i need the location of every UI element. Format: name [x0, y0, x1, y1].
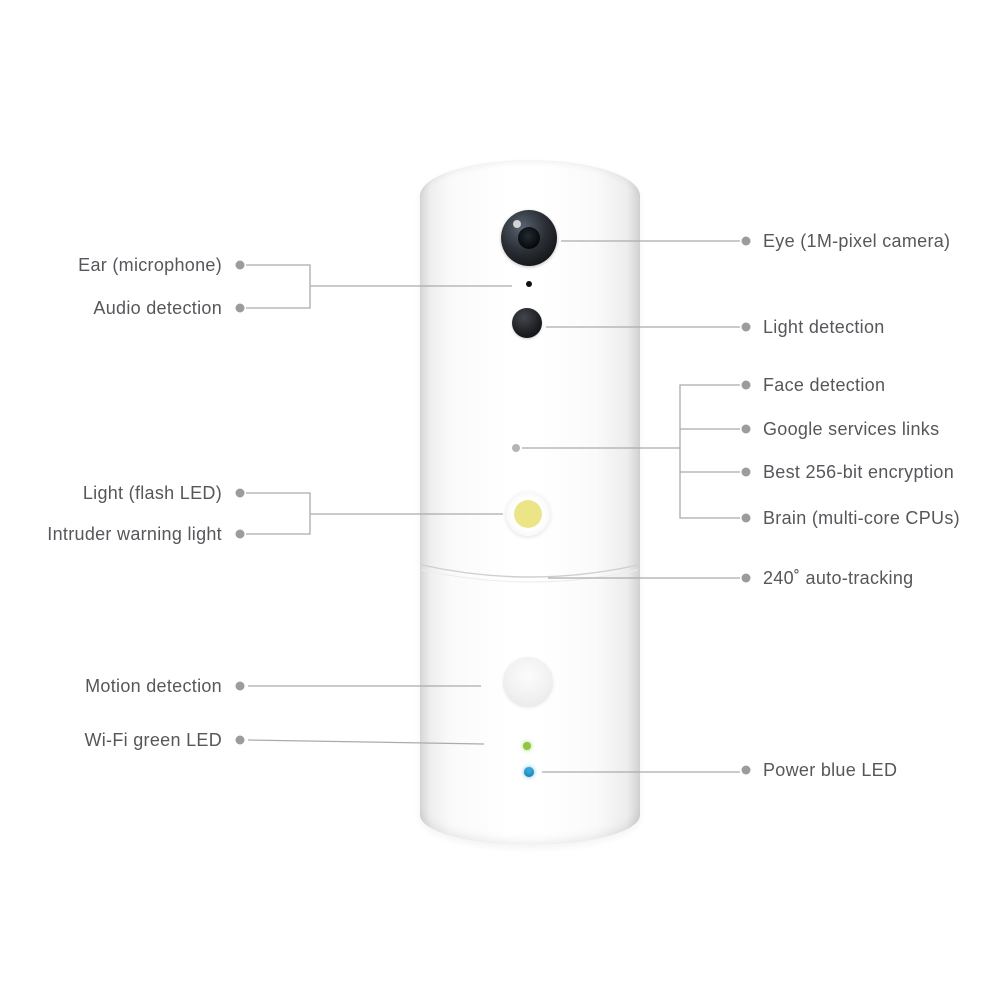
callout-line-flash-intruder [246, 492, 503, 535]
label-face-detection: Face detection [763, 375, 886, 395]
callout-line-ear-audio [246, 264, 512, 309]
camera-lens [501, 210, 557, 266]
label-eye-camera: Eye (1M-pixel camera) [763, 231, 951, 251]
callout-dot-encryption [741, 467, 751, 477]
callout-dot-power [741, 765, 751, 775]
callout-line-wifi [247, 739, 485, 745]
callout-line-smart-features [522, 384, 740, 519]
camera-body [420, 160, 640, 845]
label-light-detection: Light detection [763, 317, 885, 337]
label-power-blue-led: Power blue LED [763, 760, 898, 780]
camera-lens-glint [513, 220, 521, 228]
callout-dot-eye [741, 236, 751, 246]
callout-dot-tracking [741, 573, 751, 583]
label-google-services: Google services links [763, 419, 940, 439]
label-light-flash-led: Light (flash LED) [82, 483, 222, 503]
callout-dot-motion [235, 681, 245, 691]
flash-led [506, 492, 550, 536]
callout-dot-brain [741, 513, 751, 523]
callout-dot-face [741, 380, 751, 390]
callout-dot-intruder [235, 529, 245, 539]
seam-highlight [421, 569, 639, 583]
callout-dot-audio [235, 303, 245, 313]
microphone-hole [526, 281, 532, 287]
callout-dot-flash [235, 488, 245, 498]
flash-led-core [514, 500, 542, 528]
motion-sensor-dome [503, 657, 553, 707]
power-led [524, 767, 534, 777]
label-brain-cpus: Brain (multi-core CPUs) [763, 508, 960, 528]
callout-dot-light-detection [741, 322, 751, 332]
label-intruder-warning: Intruder warning light [47, 524, 222, 544]
label-audio-detection: Audio detection [93, 298, 222, 318]
wifi-led [523, 742, 531, 750]
label-motion-detection: Motion detection [85, 676, 222, 696]
label-wifi-green-led: Wi-Fi green LED [84, 730, 222, 750]
label-encryption: Best 256-bit encryption [763, 462, 955, 482]
body-indicator-dot [512, 444, 520, 452]
seam-line [421, 564, 639, 578]
light-detection-sensor [512, 308, 542, 338]
callout-dot-wifi [235, 735, 245, 745]
callout-dot-google [741, 424, 751, 434]
label-ear-microphone: Ear (microphone) [78, 255, 222, 275]
callout-dot-ear [235, 260, 245, 270]
body-seam [421, 564, 639, 583]
camera-lens-pupil [518, 227, 540, 249]
label-auto-tracking: 240˚ auto-tracking [763, 568, 914, 588]
